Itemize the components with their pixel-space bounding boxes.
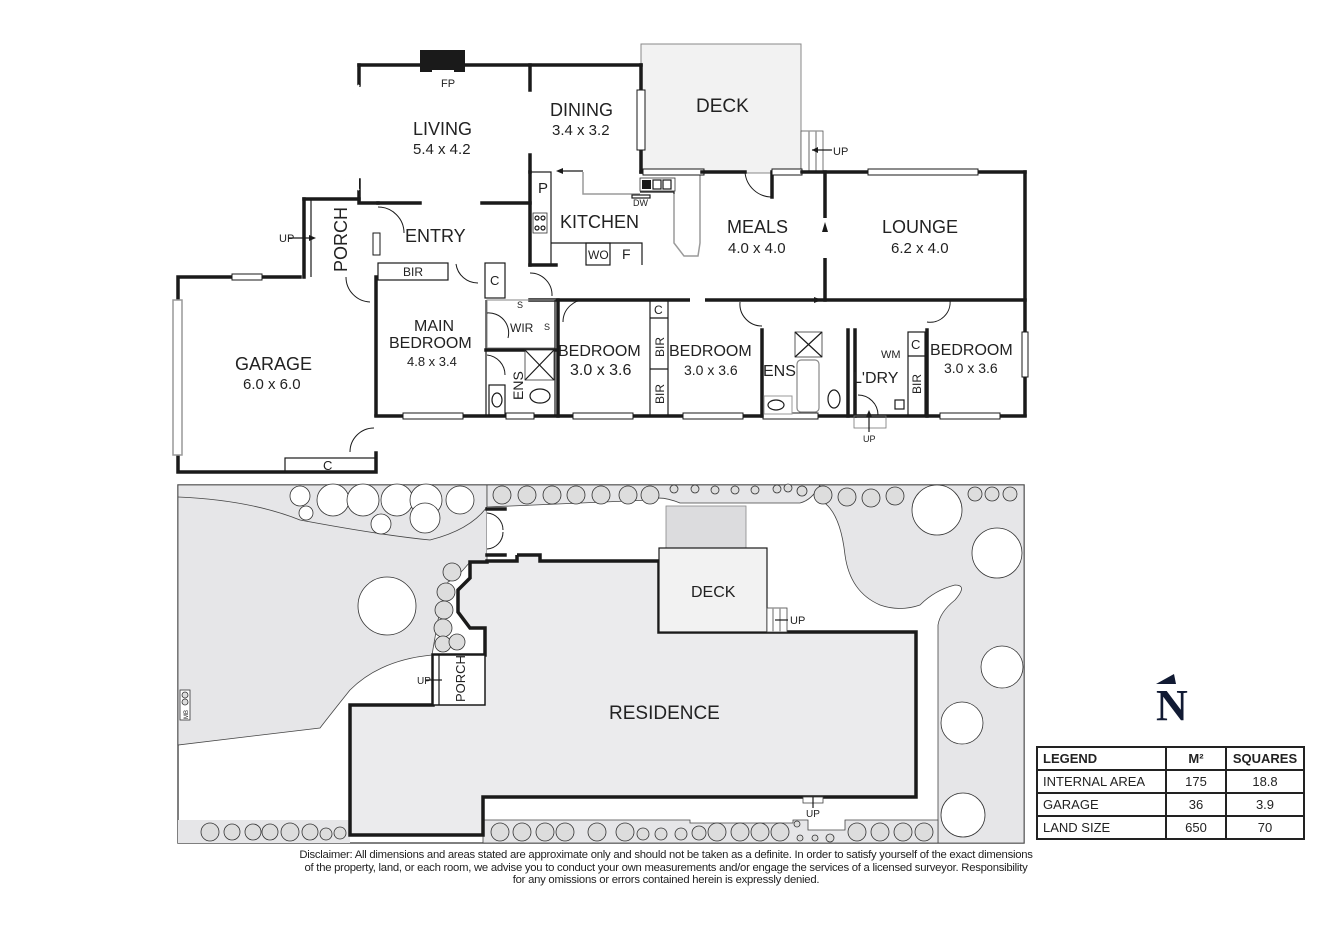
legend-row: INTERNAL AREA 175 18.8 <box>1036 769 1305 794</box>
bed2-bir-label: BIR <box>653 337 667 357</box>
dishwasher-label: DW <box>633 198 648 208</box>
floor-plan: UP FP P KITCHEN WO F <box>172 43 1029 474</box>
entry-label: ENTRY <box>405 226 466 246</box>
disclaimer-line-1: Disclaimer: All dimensions and areas sta… <box>299 849 1033 861</box>
bedroom-3-label: BEDROOM <box>669 343 752 360</box>
legend-header-row: LEGEND M² SQUARES <box>1036 746 1305 771</box>
ensuite-label: ENS <box>763 363 796 380</box>
deck-area <box>640 43 802 174</box>
dining-label: DINING <box>550 100 613 120</box>
legend-header-label: LEGEND <box>1036 746 1167 771</box>
site-deck-label: DECK <box>691 584 736 601</box>
rear-lawn <box>819 484 1025 844</box>
bed3-bir-label: BIR <box>653 384 667 404</box>
legend-row-m2: 175 <box>1165 769 1227 794</box>
disclaimer-line-3: for any omissions or errors contained he… <box>512 874 820 887</box>
garage-label: GARAGE <box>235 354 312 374</box>
lounge-label: LOUNGE <box>882 217 958 237</box>
legend-row-label: INTERNAL AREA <box>1036 769 1167 794</box>
fireplace <box>420 50 465 72</box>
site-rear-up-label: UP <box>806 809 820 820</box>
living-dims: 5.4 x 4.2 <box>413 141 471 158</box>
bed4-bir-label: BIR <box>910 374 924 394</box>
north-compass: N <box>1150 672 1200 732</box>
bedroom-4-dims: 3.0 x 3.6 <box>944 360 998 376</box>
kitchen-label: KITCHEN <box>560 212 639 232</box>
deck-up-label: UP <box>833 146 848 158</box>
north-arrow-icon <box>1156 674 1176 684</box>
meter-box-label: MB <box>184 710 190 719</box>
legend-row-label: LAND SIZE <box>1036 815 1167 840</box>
trees <box>289 483 1024 838</box>
entry-bir-label: BIR <box>403 265 423 279</box>
main-bedroom-label-2: BEDROOM <box>389 335 472 352</box>
fireplace-label: FP <box>441 78 455 90</box>
legend-row-m2: 36 <box>1165 792 1227 817</box>
deck-stairs <box>800 130 832 172</box>
legend-header-m2: M² <box>1165 746 1227 771</box>
residence <box>348 553 918 837</box>
legend-row-m2: 650 <box>1165 815 1227 840</box>
porch-label: PORCH <box>331 207 351 272</box>
legend-row-squares: 3.9 <box>1225 792 1305 817</box>
main-bedroom-label-1: MAIN <box>414 318 454 335</box>
meals-label: MEALS <box>727 217 788 237</box>
porch-up-label: UP <box>279 233 294 245</box>
living-label: LIVING <box>413 119 472 139</box>
wall-oven-label: WO <box>588 248 609 262</box>
legend-row: LAND SIZE 650 70 <box>1036 815 1305 840</box>
wir-shelf-label-1: S <box>517 300 523 310</box>
meals-dims: 4.0 x 4.0 <box>728 240 786 257</box>
main-ensuite-label: ENS <box>510 371 526 400</box>
laundry-label: L'DRY <box>853 370 899 387</box>
garage-dims: 6.0 x 6.0 <box>243 376 301 393</box>
legend-row-squares: 18.8 <box>1225 769 1305 794</box>
wir-label: WIR <box>510 321 534 335</box>
residence-label: RESIDENCE <box>609 703 720 724</box>
site-deck-up-label: UP <box>790 615 805 627</box>
bed4-cupboard-label: C <box>911 337 920 352</box>
bedroom-2-label: BEDROOM <box>558 343 641 360</box>
bedroom-3-dims: 3.0 x 3.6 <box>684 362 738 378</box>
deck-label: DECK <box>696 96 749 117</box>
site-plan: RESIDENCE DECK UP UP PORCH UP MB <box>177 483 1025 844</box>
wir-shelf-label-2: S <box>544 322 550 332</box>
entry-cupboard-label: C <box>490 273 499 288</box>
bedroom-2-dims: 3.0 x 3.6 <box>570 362 631 379</box>
bedroom-4-label: BEDROOM <box>930 342 1013 359</box>
north-letter: N <box>1156 681 1188 730</box>
main-bedroom-dims: 4.8 x 3.4 <box>407 354 457 369</box>
garage-cupboard-label: C <box>323 458 332 473</box>
pantry-label: P <box>538 180 548 197</box>
laundry-up-label: UP <box>863 434 876 444</box>
site-porch-label: PORCH <box>453 655 468 702</box>
legend-row: GARAGE 36 3.9 <box>1036 792 1305 817</box>
cooktop <box>532 212 548 234</box>
fridge-label: F <box>622 246 631 262</box>
legend-row-squares: 70 <box>1225 815 1305 840</box>
washing-machine-label: WM <box>881 349 901 361</box>
dining-dims: 3.4 x 3.2 <box>552 122 610 139</box>
legend-row-label: GARAGE <box>1036 792 1167 817</box>
site-porch-up-label: UP <box>417 676 431 687</box>
lounge-dims: 6.2 x 4.0 <box>891 240 949 257</box>
disclaimer-line-2: of the property, land, or each room, we … <box>304 861 1028 874</box>
bed2-cupboard-label: C <box>654 303 663 317</box>
shrubs <box>200 483 1018 843</box>
legend-header-squares: SQUARES <box>1225 746 1305 771</box>
disclaimer: Disclaimer: All dimensions and areas sta… <box>228 849 1104 887</box>
bedroom-wing-windows <box>402 331 1029 420</box>
site-deck <box>658 547 768 633</box>
legend-table: LEGEND M² SQUARES INTERNAL AREA 175 18.8… <box>1036 746 1305 840</box>
